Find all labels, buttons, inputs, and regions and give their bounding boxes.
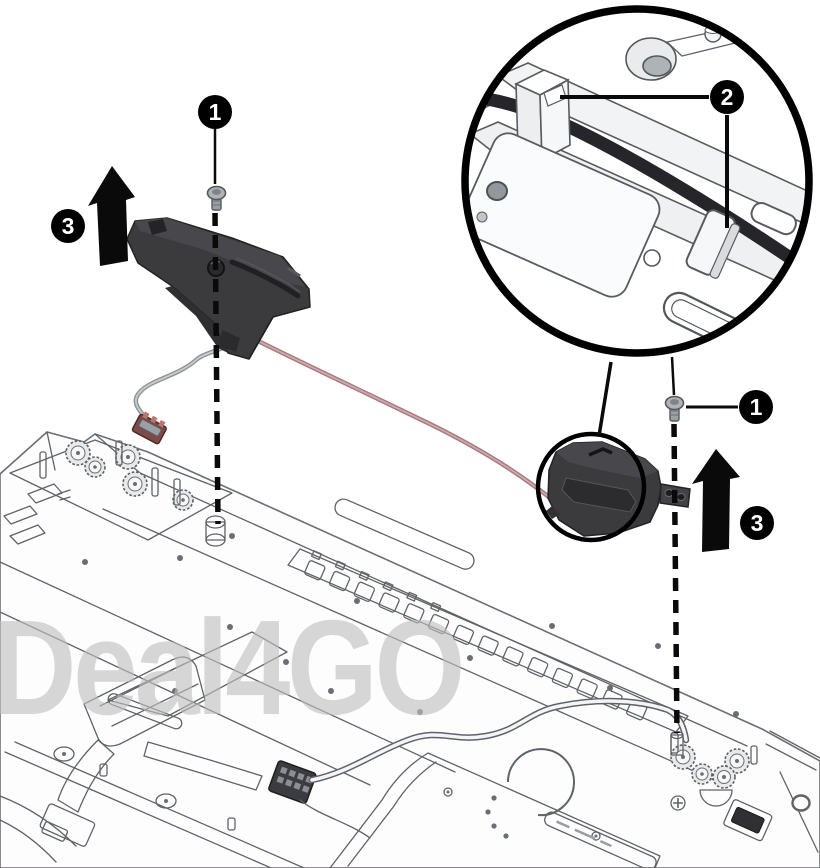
right-speaker [546, 441, 691, 537]
callout-1-left-screw: 1 [198, 95, 232, 184]
callout-badge [740, 506, 774, 540]
watermark: Deal4GO [0, 592, 462, 743]
callout-1-right-screw: 1 [686, 390, 773, 424]
round-port-hole [791, 794, 811, 812]
washer [155, 793, 177, 809]
svg-text:3: 3 [751, 510, 764, 536]
inset-leader-line [597, 361, 613, 437]
removal-guide-dashed-line-right [671, 423, 680, 734]
washer [53, 746, 75, 762]
routed-cable [465, 89, 809, 273]
left-speaker [126, 217, 311, 360]
inset-to-screw-line [670, 356, 676, 396]
up-arrow-icon-right [692, 449, 740, 552]
callout-2-cable-routing: 2 [560, 80, 744, 228]
speaker-cable-connector [131, 411, 167, 445]
board-connector [268, 760, 317, 804]
magnifier-circle-border [461, 5, 813, 357]
screw-icon-right [664, 395, 685, 422]
callout-badge [51, 209, 85, 243]
magnified-inset [461, 5, 813, 357]
screw-icon-left [206, 185, 227, 211]
screw-boss-cluster-right [670, 730, 820, 853]
phillips-screw [670, 795, 686, 811]
cable-retention-clip [685, 209, 741, 279]
removal-guide-dashed-line-left [212, 212, 221, 525]
callout-badge [710, 80, 744, 114]
svg-text:1: 1 [750, 394, 763, 420]
usb-port [723, 799, 773, 842]
chassis-line-art [0, 431, 820, 868]
callout-3-right-lift: 3 [740, 506, 774, 540]
screw-boss-cluster-left [39, 440, 194, 511]
up-arrow-icon-left [88, 166, 135, 266]
svg-text:3: 3 [62, 213, 75, 239]
screw-hole-dots [82, 533, 739, 717]
callout-badge [198, 95, 232, 129]
drive-bay-plate [329, 748, 661, 868]
svg-text:1: 1 [209, 99, 222, 125]
speaker-mount-post [670, 730, 684, 756]
callout-3-left-lift: 3 [51, 209, 85, 243]
svg-text:2: 2 [721, 84, 734, 110]
detail-circle-outline [535, 431, 647, 543]
callout-badge [739, 390, 773, 424]
